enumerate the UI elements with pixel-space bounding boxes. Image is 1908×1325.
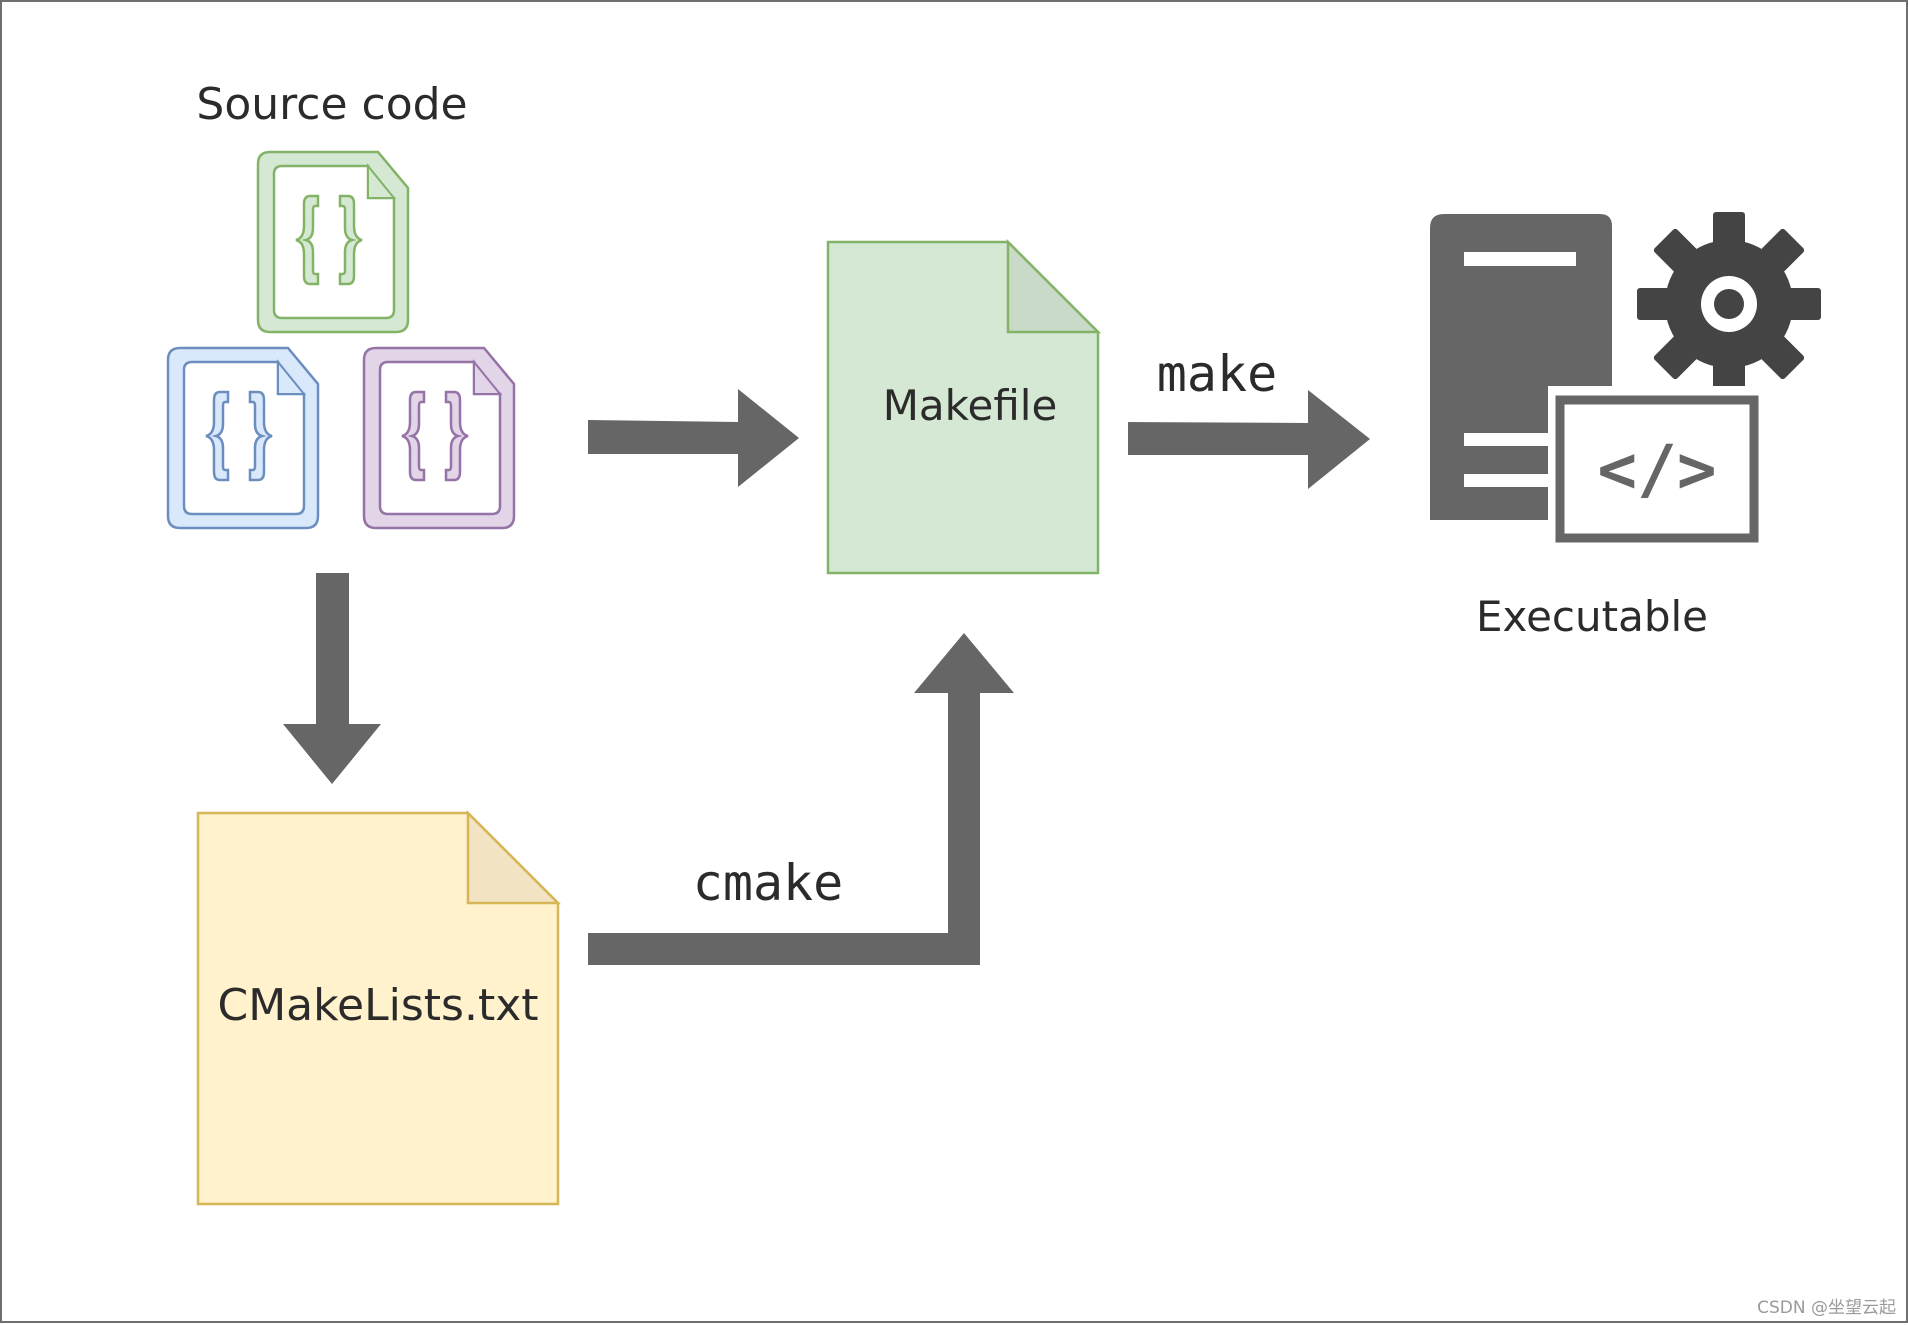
arrow-makefile-to-executable xyxy=(1128,390,1370,489)
source-code-label: Source code xyxy=(196,79,467,130)
cmakelists-label: CMakeLists.txt xyxy=(218,980,539,1031)
gear-icon xyxy=(1637,212,1821,396)
arrow-source-to-makefile xyxy=(588,389,799,487)
arrow-cmakelists-to-makefile xyxy=(588,633,1014,965)
cmake-label: cmake xyxy=(693,854,844,912)
source-file-blue-icon xyxy=(166,346,320,530)
executable-label: Executable xyxy=(1476,592,1708,641)
makefile-label: Makefile xyxy=(883,381,1058,430)
make-label: make xyxy=(1157,345,1277,403)
cmakelists-document xyxy=(196,809,562,1206)
code-tag-text: </> xyxy=(1597,431,1716,508)
source-file-purple-icon xyxy=(362,346,516,530)
watermark-text: CSDN @坐望云起 xyxy=(1757,1298,1896,1318)
code-window-icon: </> xyxy=(1548,386,1762,548)
source-file-green-icon xyxy=(256,150,410,334)
arrow-source-to-cmakelists xyxy=(283,573,381,784)
makefile-document xyxy=(826,238,1102,575)
